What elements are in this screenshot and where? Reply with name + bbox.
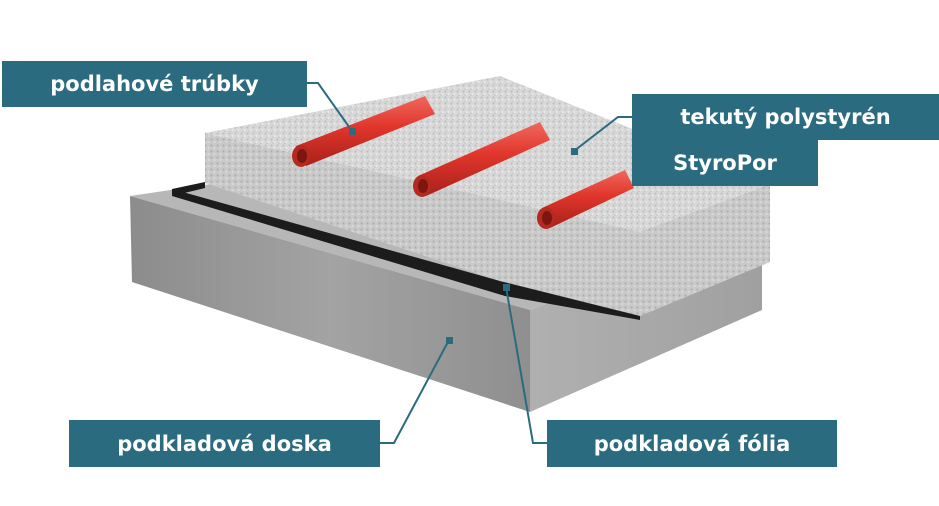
label-base-foil: podkladová fólia bbox=[547, 420, 837, 467]
pipe-3 bbox=[537, 170, 634, 229]
leader-pipes bbox=[307, 82, 356, 135]
label-base-slab-text: podkladová doska bbox=[117, 431, 332, 456]
polystyrene-front-face bbox=[205, 133, 640, 316]
polystyrene-right-face bbox=[640, 184, 770, 316]
label-floor-pipes-text: podlahové trúbky bbox=[50, 72, 259, 96]
foil-strip-left bbox=[172, 182, 205, 196]
concrete-slab-front-face bbox=[130, 196, 530, 412]
leader-foil bbox=[503, 284, 547, 444]
label-base-foil-text: podkladová fólia bbox=[593, 431, 791, 456]
leader-polystyrene bbox=[571, 116, 632, 155]
label-polystyrene-line2-text: StyroPor bbox=[673, 151, 777, 175]
label-polystyrene-line1-text: tekutý polystyrén bbox=[680, 105, 891, 129]
label-polystyrene-line2: StyroPor bbox=[632, 140, 818, 186]
leader-slab bbox=[380, 337, 453, 444]
label-base-slab: podkladová doska bbox=[69, 420, 380, 467]
foil-strip-front bbox=[172, 189, 640, 320]
pipe-1 bbox=[292, 96, 435, 167]
label-floor-pipes: podlahové trúbky bbox=[2, 61, 307, 107]
pipe-2 bbox=[413, 122, 550, 197]
label-polystyrene-line1: tekutý polystyrén bbox=[632, 94, 939, 140]
